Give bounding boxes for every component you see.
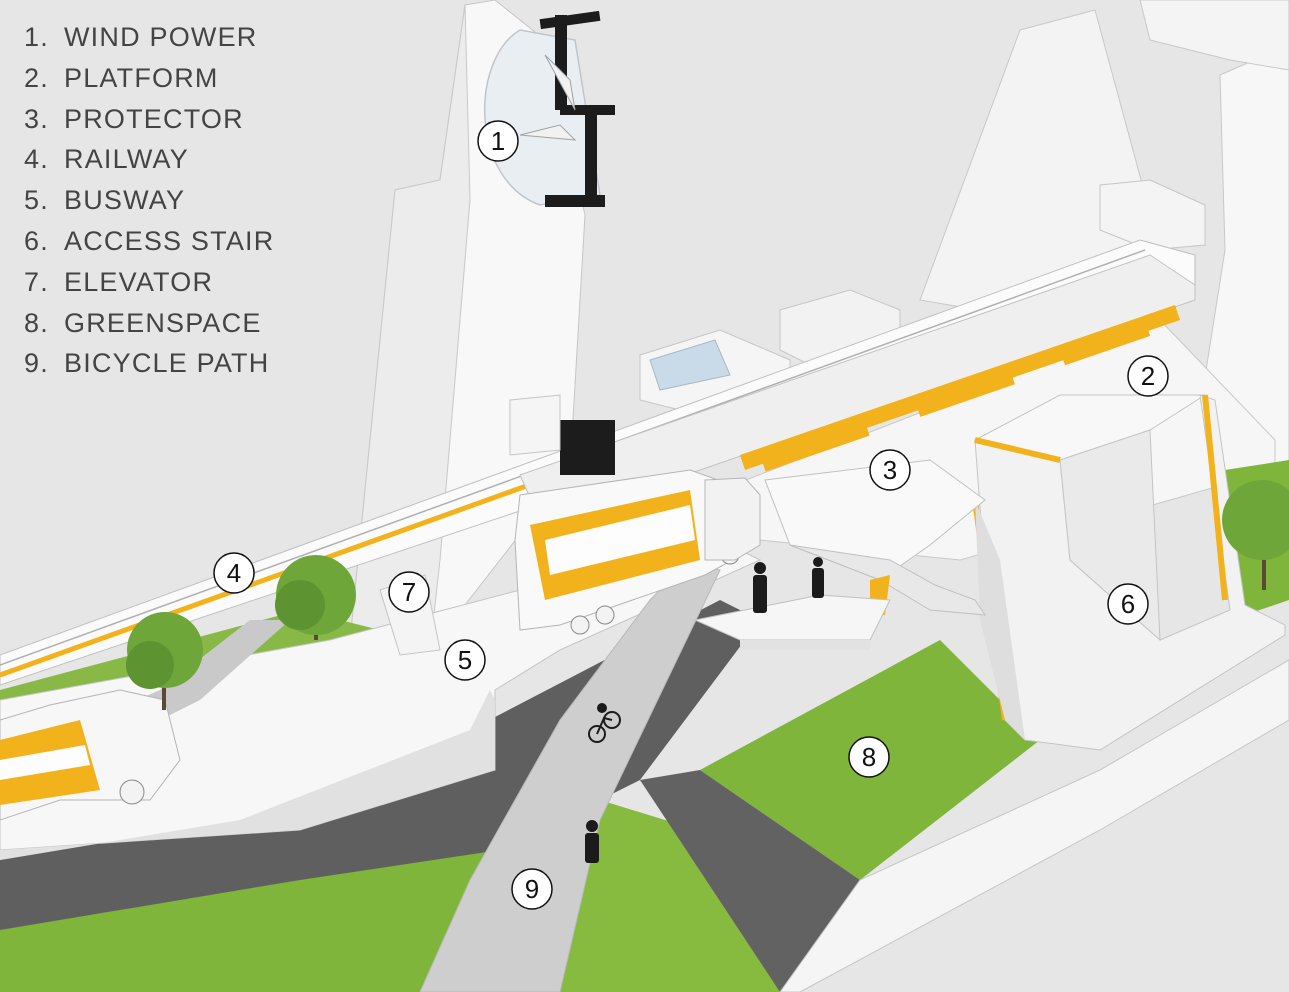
tree-1 (126, 612, 203, 710)
legend-label: BUSWAY (64, 185, 186, 216)
callout-elevator: 7 (388, 571, 430, 613)
turbine-blade-2 (519, 124, 577, 141)
passenger-slab-side (740, 640, 870, 650)
legend-number: 8. (24, 307, 49, 338)
mid-block-glass (649, 339, 731, 391)
callout-railway: 4 (213, 552, 255, 594)
stair-yellow-1 (974, 437, 1061, 463)
callout-number: 5 (458, 645, 472, 675)
legend-item: 1. WIND POWER (24, 20, 274, 61)
callout-number: 2 (1141, 361, 1155, 391)
person-2 (812, 557, 824, 598)
person-3 (585, 820, 599, 863)
legend-label: BICYCLE PATH (64, 348, 270, 379)
legend-label: ELEVATOR (64, 266, 214, 297)
legend-list: 1. WIND POWER 2. PLATFORM 3. PROTECTOR 4. RA… (24, 20, 274, 387)
road-cross (640, 770, 860, 992)
bicycle-path (419, 559, 721, 992)
legend-item: 7. ELEVATOR (24, 265, 274, 306)
train-wheel (570, 615, 590, 635)
callout-number: 8 (862, 742, 876, 772)
rail-hanger-white (509, 394, 561, 456)
callout-greenspace: 8 (848, 736, 890, 778)
stair-leg (975, 500, 1025, 740)
busway-side (0, 690, 495, 860)
callout-number: 3 (883, 455, 897, 485)
callout-bicycle-path: 9 (511, 868, 553, 910)
callout-wind-power: 1 (477, 120, 519, 162)
legend-label: PROTECTOR (64, 103, 244, 134)
train-cab (704, 477, 761, 561)
legend-label: RAILWAY (64, 144, 189, 175)
callout-number: 6 (1121, 589, 1135, 619)
turbine-blade-1 (544, 54, 576, 111)
turbine-bar-3 (545, 195, 605, 207)
rail-window (760, 420, 870, 472)
legend-label: PLATFORM (64, 62, 219, 93)
passenger-slab (693, 594, 891, 641)
hanging-train-stripe (545, 505, 695, 575)
turbine-bar-2 (560, 105, 615, 115)
rail-windows (760, 320, 1151, 472)
legend-number: 5. (24, 185, 49, 216)
legend-number: 2. (24, 62, 49, 93)
bus-wheel (119, 779, 145, 805)
tree-canopy (126, 641, 174, 689)
callout-number: 1 (491, 126, 505, 156)
legend-number: 4. (24, 144, 49, 175)
base-wall-right (779, 659, 1289, 992)
legend-item: 4. RAILWAY (24, 142, 274, 183)
rail-window (915, 369, 1015, 417)
legend-number: 1. (24, 22, 49, 52)
road-curve (0, 600, 760, 930)
callout-number: 7 (402, 577, 416, 607)
callout-access-stair: 6 (1107, 583, 1149, 625)
turbine-mast-lower (585, 110, 597, 200)
legend-item: 2. PLATFORM (24, 61, 274, 102)
callout-number: 4 (227, 558, 241, 588)
legend-label: WIND POWER (64, 22, 258, 52)
legend-number: 3. (24, 103, 49, 134)
legend-item: 5. BUSWAY (24, 183, 274, 224)
legend-item: 8. GREENSPACE (24, 306, 274, 347)
callout-protector: 3 (869, 449, 911, 491)
legend-item: 9. BICYCLE PATH (24, 346, 274, 387)
stair-yellow-2 (1202, 394, 1228, 601)
tower-top-right (1139, 0, 1289, 71)
rail-end-block (1099, 179, 1206, 251)
train-wheel (595, 605, 615, 625)
tree-2 (275, 555, 356, 640)
cyclist (588, 703, 621, 743)
callout-busway: 5 (444, 639, 486, 681)
bus-stripe (0, 745, 90, 780)
legend-item: 6. ACCESS STAIR (24, 224, 274, 265)
callout-number: 9 (525, 874, 539, 904)
rail-window (1059, 320, 1151, 366)
legend-number: 9. (24, 348, 49, 379)
tree-canopy (275, 580, 325, 630)
turbine-bar-1 (539, 10, 601, 30)
legend-number: 6. (24, 225, 49, 256)
legend-label: GREENSPACE (64, 307, 262, 338)
legend-label: ACCESS STAIR (64, 225, 275, 256)
legend-number: 7. (24, 266, 49, 297)
rail-hanger-black (560, 420, 615, 475)
tree-canopy (1222, 480, 1289, 560)
turbine-mast-upper (555, 15, 567, 110)
tree-3 (1222, 480, 1289, 590)
callout-platform: 2 (1127, 355, 1169, 397)
legend-item: 3. PROTECTOR (24, 102, 274, 143)
person-1 (753, 562, 767, 613)
